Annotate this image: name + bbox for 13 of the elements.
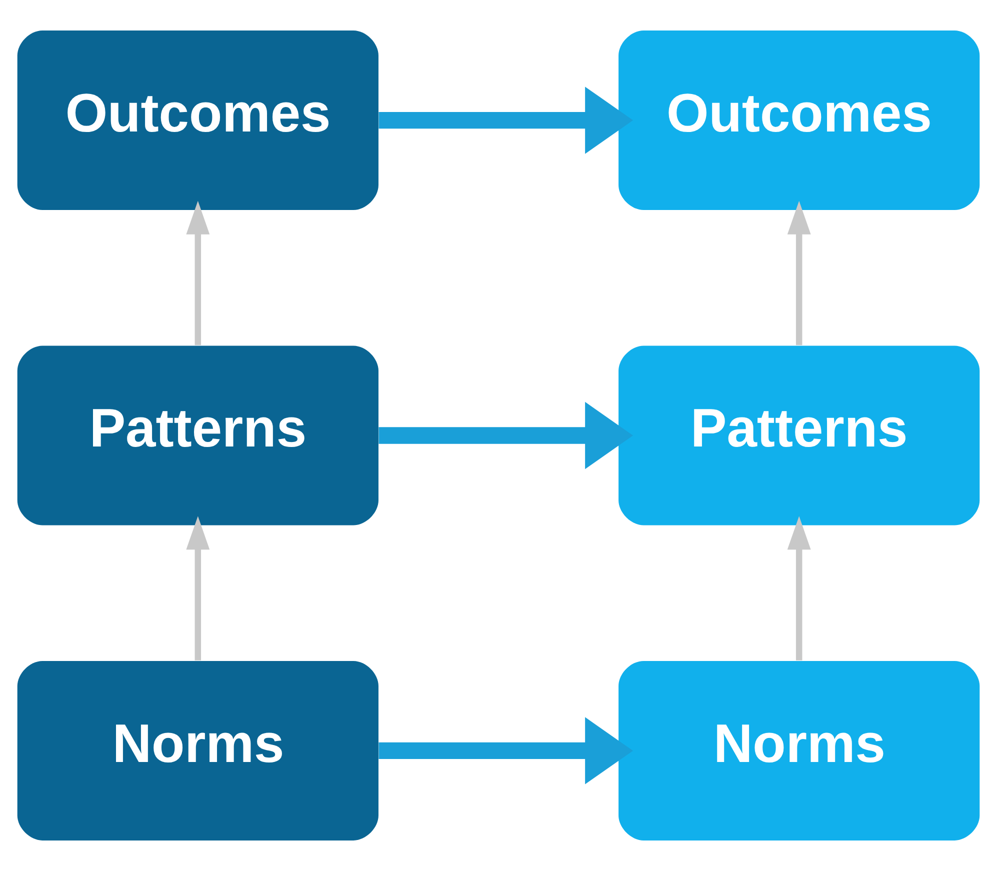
arrow bbox=[786, 516, 810, 660]
arrow bbox=[378, 717, 633, 784]
arrow bbox=[786, 200, 810, 346]
node-box: Patterns bbox=[618, 346, 980, 526]
node-box: Norms bbox=[618, 660, 980, 840]
arrow bbox=[186, 200, 210, 346]
node-box: Patterns bbox=[16, 346, 378, 526]
node-box: Outcomes bbox=[16, 30, 378, 210]
arrow bbox=[186, 516, 210, 660]
node-box: Outcomes bbox=[618, 30, 980, 210]
arrow bbox=[378, 402, 633, 470]
node-box: Norms bbox=[16, 660, 378, 840]
arrow bbox=[378, 86, 633, 154]
